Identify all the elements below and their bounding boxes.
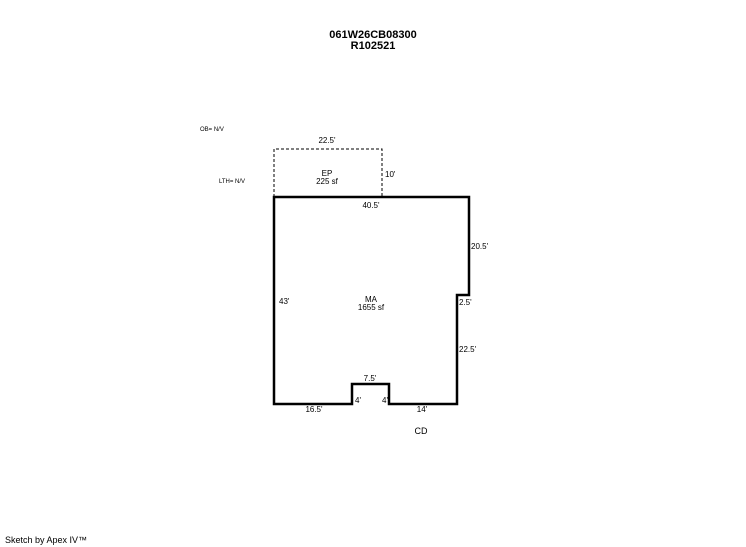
ma-right-upper-dimension: 20.5' [471, 242, 489, 251]
sketch-credit: Sketch by Apex IV™ [5, 535, 88, 545]
bottom-left-dimension: 16.5' [305, 405, 323, 414]
cd-name: CD [415, 426, 428, 436]
notch-top-dimension: 7.5' [364, 374, 377, 383]
ep-outline [273, 148, 383, 197]
ma-step-dimension: 2.5' [459, 298, 472, 307]
ep-top-dimension: 22.5' [318, 136, 336, 145]
ma-left-dimension: 43' [279, 297, 290, 306]
ma-area: 1655 sf [358, 303, 385, 312]
ep-right-dimension: 10' [385, 170, 396, 179]
notch-right-dimension: 4' [382, 396, 388, 405]
ma-name: MA [365, 295, 378, 304]
ma-top-dimension: 40.5' [362, 201, 380, 210]
ma-right-lower-dimension: 22.5' [459, 345, 477, 354]
parcel-id: 061W26CB08300 [329, 29, 417, 41]
ep-area: 225 sf [316, 177, 339, 186]
bottom-right-dimension: 14' [417, 405, 428, 414]
ob-note: OB= N/V [200, 127, 224, 133]
ma-outline [272, 195, 471, 406]
lth-note: LTH= N/V [219, 179, 245, 185]
notch-left-dimension: 4' [355, 396, 361, 405]
account-number: R102521 [350, 40, 396, 52]
ep-name: EP [322, 169, 333, 178]
